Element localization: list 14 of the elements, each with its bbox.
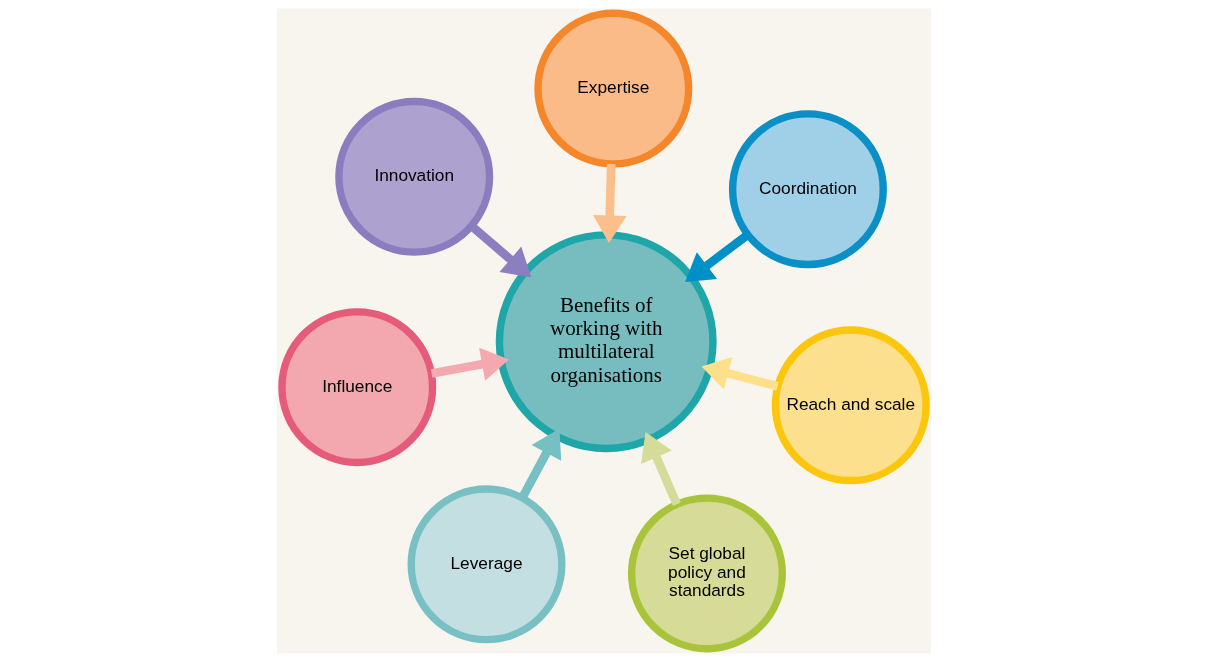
node-circle: Coordination <box>728 110 887 269</box>
arrow <box>701 357 779 391</box>
node-circle: Influence <box>278 308 437 467</box>
node-circle: Innovation <box>335 97 494 256</box>
arrow <box>430 347 510 381</box>
node-circle: Expertise <box>534 9 693 168</box>
arrow <box>518 428 562 500</box>
node-circle: Leverage <box>407 485 566 644</box>
arrow <box>592 164 627 243</box>
node-circle: Set global policy and standards <box>627 494 786 653</box>
arrow <box>469 223 532 278</box>
node-circle: Reach and scale <box>771 326 930 485</box>
arrow <box>641 432 681 506</box>
arrow <box>685 231 750 283</box>
